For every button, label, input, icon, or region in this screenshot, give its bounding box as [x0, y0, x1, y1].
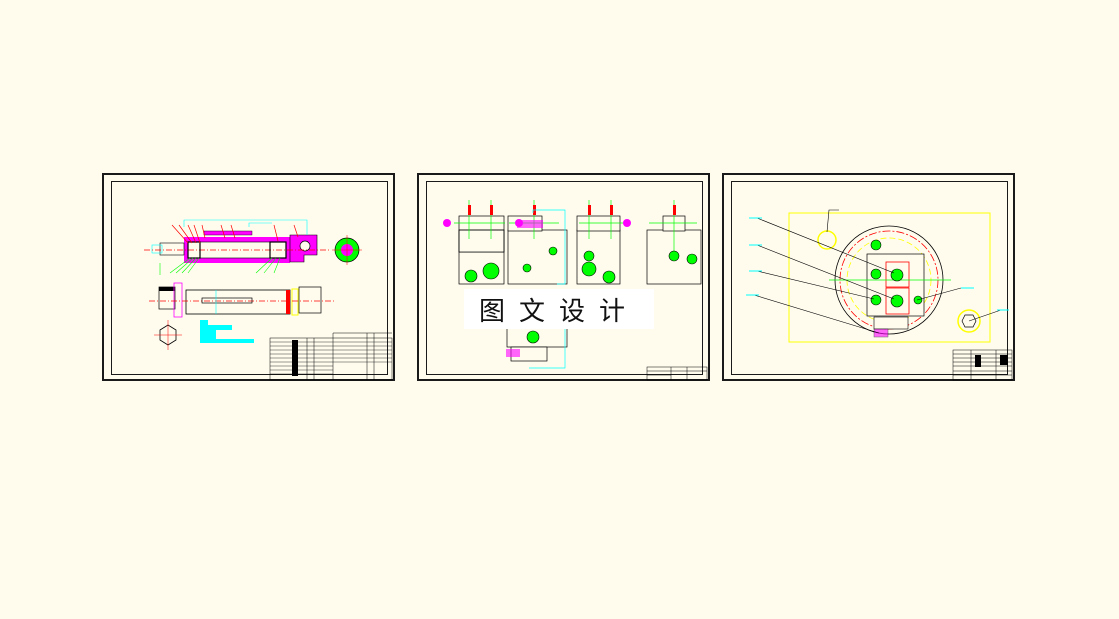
- sheet-2-border: [426, 181, 703, 375]
- valve-block-drawing: [443, 200, 708, 381]
- drawing-sheet-2[interactable]: [417, 173, 710, 381]
- sheet-1-border: [111, 181, 388, 375]
- sheet-3-border: [731, 181, 1008, 375]
- watermark-text: 图文设计: [464, 289, 654, 329]
- drawing-sheet-1[interactable]: [102, 173, 395, 381]
- cylinder-assembly-drawing: [144, 219, 393, 381]
- manifold-plan-drawing: [746, 209, 1013, 381]
- drawing-sheet-3[interactable]: [722, 173, 1015, 381]
